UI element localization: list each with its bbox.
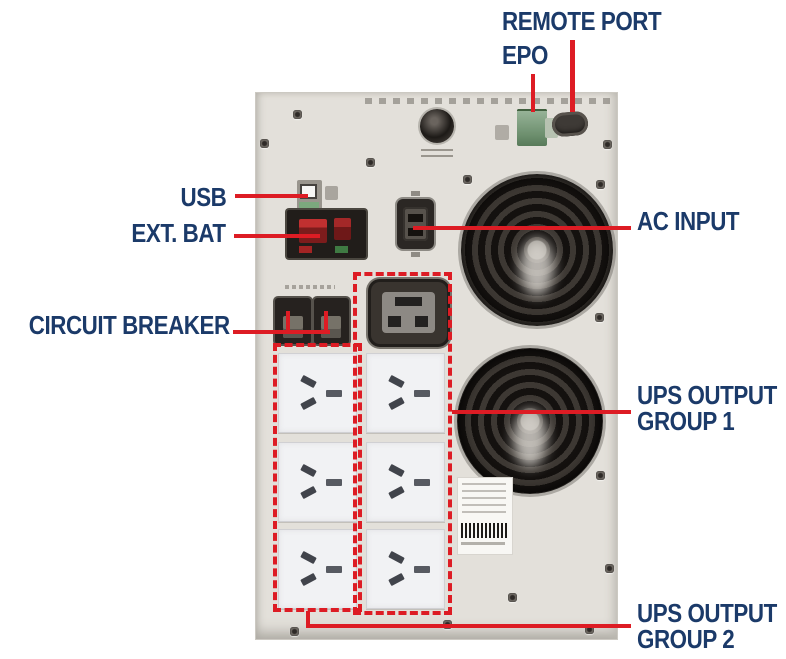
label-epo: EPO <box>502 40 548 70</box>
usb-callout-line <box>235 194 308 198</box>
output-socket-g1-3[interactable] <box>366 529 445 609</box>
rating-label-text <box>462 483 506 515</box>
fan-hub-highlight <box>520 237 554 296</box>
label-line: UPS OUTPUT <box>637 598 777 628</box>
ac-input-slot <box>408 228 423 236</box>
ext-battery-plug-left <box>299 219 327 243</box>
ac-input-callout-line <box>413 226 631 230</box>
circuit-breaker-callout-tick <box>286 311 290 334</box>
screw-icon <box>605 564 614 573</box>
label-line: GROUP 2 <box>637 624 735 654</box>
output-socket-g2-1[interactable] <box>278 353 357 433</box>
label-line: GROUP 1 <box>637 406 735 436</box>
vent-row <box>365 98 617 104</box>
circuit-breaker-callout-tick <box>324 311 328 334</box>
screw-icon <box>595 313 604 322</box>
label-usb: USB <box>180 182 226 212</box>
screw-icon <box>585 625 594 634</box>
screw-icon <box>290 627 299 636</box>
label-ac-input: AC INPUT <box>637 206 740 236</box>
screw-icon <box>366 158 375 167</box>
circuit-breaker-callout-line <box>233 330 330 334</box>
output-socket-g2-3[interactable] <box>278 529 357 609</box>
ups-rear-panel <box>255 92 618 640</box>
label-remote-port: REMOTE PORT <box>502 6 662 36</box>
label-line: UPS OUTPUT <box>637 380 777 410</box>
screw-icon <box>603 140 612 149</box>
cooling-fan-top <box>461 174 613 326</box>
ac-input-slot <box>408 214 423 222</box>
ext-bat-callout-line <box>234 234 320 238</box>
ground-terminal-knob[interactable] <box>420 109 454 143</box>
cooling-fan-bottom <box>457 348 603 494</box>
usb-port-pcb <box>299 202 319 209</box>
output-socket-g1-2[interactable] <box>366 442 445 522</box>
group1-callout-line <box>452 410 631 414</box>
barcode <box>461 523 507 538</box>
c19-slot <box>415 316 428 327</box>
screw-icon <box>293 110 302 119</box>
panel-fitting <box>411 191 420 196</box>
breaker-print <box>285 285 335 289</box>
screw-icon <box>463 175 472 184</box>
output-group2-outline <box>273 343 362 612</box>
barcode-number <box>461 542 505 545</box>
remote-port-connector[interactable] <box>551 110 589 138</box>
panel-fitting <box>411 252 420 257</box>
output-socket-g1-1[interactable] <box>366 353 445 433</box>
fan-hub-highlight <box>513 409 547 468</box>
panel-fitting <box>325 186 338 200</box>
label-circuit-breaker: CIRCUIT BREAKER <box>28 310 230 340</box>
screw-icon <box>260 139 269 148</box>
label-ext-bat: EXT. BAT <box>131 218 227 248</box>
screw-icon <box>596 471 605 480</box>
group2-callout-tick <box>306 611 310 628</box>
remote-port-callout-line <box>570 40 575 112</box>
ext-battery-mark-green <box>335 246 348 253</box>
epo-terminal[interactable] <box>517 109 547 146</box>
screw-icon <box>596 180 605 189</box>
knob-print <box>421 149 453 159</box>
output-group1-outline <box>353 272 452 615</box>
c19-slot <box>388 316 401 327</box>
group2-callout-line <box>306 624 631 628</box>
label-ups-output-group1: UPS OUTPUT GROUP 1 <box>637 382 777 434</box>
screw-icon <box>508 593 517 602</box>
c19-slot <box>395 297 422 306</box>
epo-callout-line <box>531 74 535 112</box>
ext-battery-mark-red <box>299 246 312 253</box>
panel-fitting <box>495 125 509 140</box>
ext-battery-plug-right <box>334 218 351 240</box>
label-ups-output-group2: UPS OUTPUT GROUP 2 <box>637 600 777 652</box>
